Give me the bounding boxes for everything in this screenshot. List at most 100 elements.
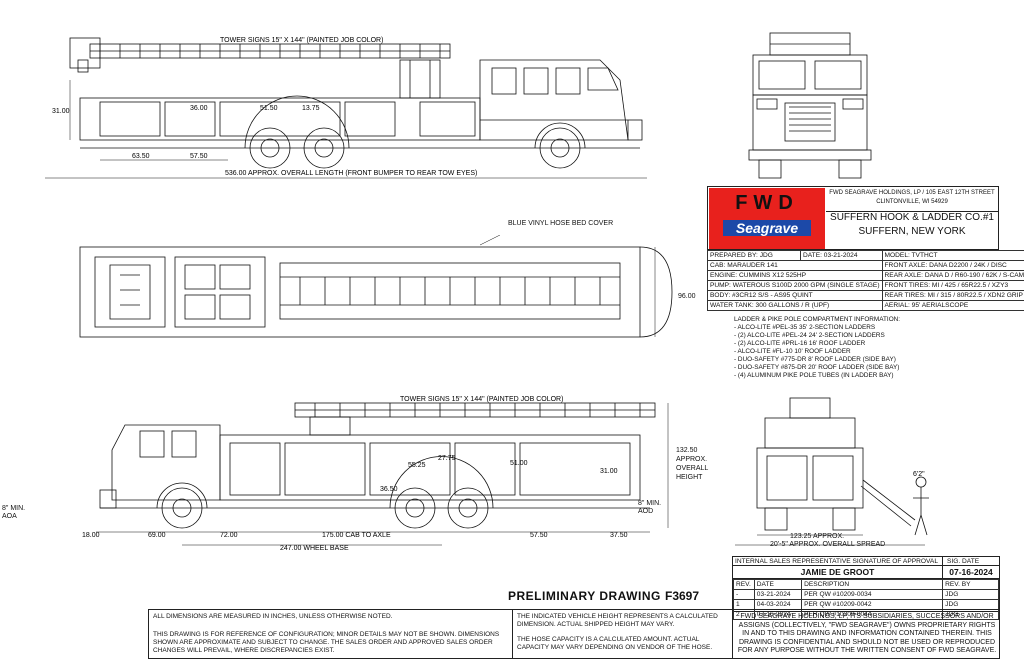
revision-header-cell: DATE — [753, 579, 803, 590]
ladder-item: - ALCO-LITE #PEL-35 35' 2-SECTION LADDER… — [734, 324, 876, 331]
customer-block: SUFFERN HOOK & LADDER CO.#1 SUFFERN, NEW… — [826, 211, 998, 239]
dim-51-50: 51.50 — [260, 105, 278, 112]
footer-dimensions-note: ALL DIMENSIONS ARE MEASURED IN INCHES, U… — [153, 613, 393, 620]
revision-cell: PER QW #10209-0034 — [801, 589, 944, 600]
dim-37-50: 37.50 — [610, 532, 628, 539]
front-view — [748, 32, 872, 179]
side-view-top: TOWER SIGNS 15" X 144" (PAINTED JOB COLO… — [45, 37, 647, 179]
figure-height: 6'2" — [913, 471, 925, 478]
dim-55-25: 55.25 — [408, 462, 426, 469]
footer-hose-note: THE HOSE CAPACITY IS A CALCULATED AMOUNT… — [517, 636, 713, 651]
logo-fwd-text: FWD — [735, 192, 799, 214]
hose-bed-cover-label: BLUE VINYL HOSE BED COVER — [508, 220, 614, 227]
dim-13-75: 13.75 — [302, 105, 320, 112]
ladder-info-title: LADDER & PIKE POLE COMPARTMENT INFORMATI… — [734, 316, 901, 323]
drawing-title: PRELIMINARY DRAWING — [508, 589, 661, 603]
footer-middle: THE INDICATED VEHICLE HEIGHT REPRESENTS … — [512, 609, 732, 659]
spec-cell: MODEL: TVTHCT — [881, 250, 1024, 261]
company-line-1: FWD SEAGRAVE HOLDINGS, LP / 105 EAST 12T… — [829, 190, 995, 196]
revision-cell: PER QW #10209-0044 — [801, 609, 944, 620]
dim-18: 18.00 — [82, 532, 100, 539]
dim-31: 31.00 — [52, 108, 70, 115]
dim-247: 247.00 WHEEL BASE — [280, 545, 349, 552]
spec-row: PUMP: WATEROUS S100D 2000 GPM (SINGLE ST… — [707, 280, 1024, 291]
fwd-seagrave-logo: FWD Seagrave — [709, 188, 825, 249]
dim-123-25: 123.25 APPROX. — [790, 533, 845, 540]
revision-header-cell: REV. BY — [942, 579, 999, 590]
revision-cell: - — [733, 589, 755, 600]
spec-cell: AERIAL: 95' AERIALSCOPE — [881, 300, 1024, 311]
revision-cell: 03-21-2024 — [753, 589, 803, 600]
dim-31-b: 31.00 — [600, 468, 618, 475]
ladder-info-list: - ALCO-LITE #PEL-35 35' 2-SECTION LADDER… — [734, 324, 914, 380]
aod-label: 8" MIN. AOD — [638, 500, 662, 515]
drawing-number: F3697 — [665, 589, 700, 603]
footer-right: FWD SEAGRAVE HOLDINGS, LP, ITS SUBSIDIAR… — [732, 609, 1000, 659]
dim-27-75: 27.75 — [438, 455, 456, 462]
spec-cell: REAR AXLE: DANA D / R60-190 / 62K / S-CA… — [881, 270, 1024, 281]
footer-reference-note: THIS DRAWING IS FOR REFERENCE OF CONFIGU… — [153, 631, 500, 654]
spec-cell: FRONT AXLE: DANA D2200 / 24K / DISC — [881, 260, 1024, 271]
side-view-bottom: TOWER SIGNS 15" X 144" (PAINTED JOB COLO… — [82, 396, 669, 552]
approver-name: JAMIE DE GROOT — [733, 566, 943, 579]
revision-cell: JDG — [942, 609, 999, 620]
company-line-2: CLINTONVILLE, WI 54929 — [876, 199, 948, 205]
customer-name: SUFFERN HOOK & LADDER CO.#1 — [830, 212, 994, 223]
ladder-info: LADDER & PIKE POLE COMPARTMENT INFORMATI… — [734, 316, 914, 380]
dim-69: 69.00 — [148, 532, 166, 539]
footer-height-note: THE INDICATED VEHICLE HEIGHT REPRESENTS … — [517, 613, 718, 628]
dim-57-50-b: 57.50 — [530, 532, 548, 539]
dim-51: 51.00 — [510, 460, 528, 467]
plan-view: BLUE VINYL HOSE BED COVER — [79, 235, 673, 338]
dim-72: 72.00 — [220, 532, 238, 539]
revision-header-cell: REV. — [733, 579, 755, 590]
dim-132-50: 132.50 APPROX. OVERALL HEIGHT — [676, 447, 709, 481]
ladder-item: - (4) ALUMINUM PIKE POLE TUBES (IN LADDE… — [734, 372, 894, 379]
revision-cell: 04-03-2024 — [753, 599, 803, 610]
spec-cell: FRONT TIRES: MI / 425 / 65R22.5 / XZY3 — [881, 280, 1024, 291]
spec-cell: CAB: MARAUDER 141 — [707, 260, 883, 271]
revision-cell: 07-16-2024 — [753, 609, 803, 620]
spec-cell: BODY: #3CR12 S/S - AS95 QUINT — [707, 290, 883, 301]
dim-36: 36.00 — [190, 105, 208, 112]
tower-signs-label: TOWER SIGNS 15" X 144" (PAINTED JOB COLO… — [220, 37, 383, 44]
footer-left: ALL DIMENSIONS ARE MEASURED IN INCHES, U… — [148, 609, 512, 659]
revision-cell: PER QW #10209-0042 — [801, 599, 944, 610]
aoa-label: 8" MIN. AOA — [2, 505, 26, 520]
approval-date: 07-16-2024 — [943, 566, 999, 579]
overall-spread: 20'-5" APPROX. OVERALL SPREAD — [770, 541, 886, 548]
tower-signs-label-2: TOWER SIGNS 15" X 144" (PAINTED JOB COLO… — [400, 396, 563, 403]
dim-175: 175.00 CAB TO AXLE — [322, 532, 391, 539]
ladder-item: - ALCO-LITE #FL-10 10' ROOF LADDER — [734, 348, 851, 355]
revision-cell: JDG — [942, 589, 999, 600]
proprietary-notice: FWD SEAGRAVE HOLDINGS, LP, ITS SUBSIDIAR… — [737, 613, 997, 655]
ladder-item: - DUO-SAFETY #875-DR 20' ROOF LADDER (SI… — [734, 364, 900, 371]
dim-36-50: 36.50 — [380, 486, 398, 493]
approval-revision-block: INTERNAL SALES REPRESENTATIVE SIGNATURE … — [732, 556, 1000, 620]
sig-date-label: SIG. DATE — [943, 557, 999, 566]
dim-57-50: 57.50 — [190, 153, 208, 160]
customer-location: SUFFERN, NEW YORK — [858, 226, 966, 237]
dim-96: 96.00 — [678, 293, 696, 300]
overall-length-label: 536.00 APPROX. OVERALL LENGTH (FRONT BUM… — [225, 170, 477, 177]
rear-view: 6'2" — [735, 397, 929, 546]
ladder-item: - DUO-SAFETY #775-DR 8' ROOF LADDER (SID… — [734, 356, 896, 363]
revision-cell: 1 — [733, 599, 755, 610]
revision-cell: JDG — [942, 599, 999, 610]
dim-63-50: 63.50 — [132, 153, 150, 160]
title-block: FWD Seagrave FWD SEAGRAVE HOLDINGS, LP /… — [707, 186, 999, 250]
spec-cell: PUMP: WATEROUS S100D 2000 GPM (SINGLE ST… — [707, 280, 883, 291]
spec-cell: DATE: 03-21-2024 — [800, 250, 883, 261]
revision-header-cell: DESCRIPTION — [801, 579, 944, 590]
spec-row: WATER TANK: 300 GALLONS / R (UPF)AERIAL:… — [707, 300, 1024, 311]
spec-cell: ENGINE: CUMMINS X12 525HP — [707, 270, 883, 281]
